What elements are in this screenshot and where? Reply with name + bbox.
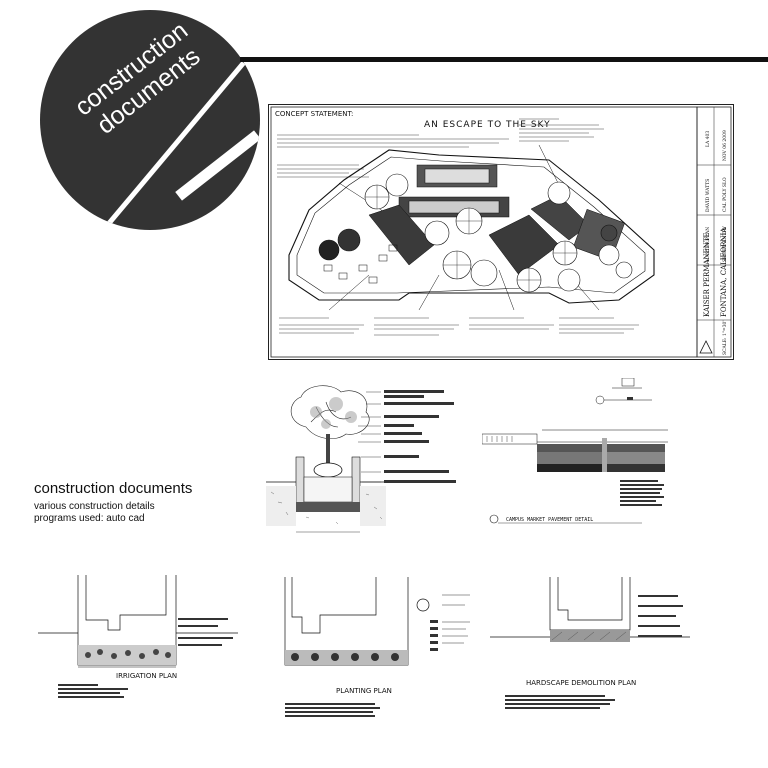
- hardscape-title: HARDSCAPE DEMOLITION PLAN: [526, 679, 636, 687]
- sheet-number: SHEET: ENTRY: [722, 225, 728, 262]
- tree-planting-detail: [266, 385, 456, 533]
- badge-stripe-short: [175, 130, 260, 201]
- north-arrow-icon: [699, 340, 713, 354]
- sheet-name: MASTER PLAN: [705, 227, 711, 262]
- project-location: FONTANA, CALIFORNIA: [720, 227, 728, 317]
- caption-title: construction documents: [34, 480, 193, 497]
- section-badge: [40, 10, 260, 230]
- sheet-scale: SCALE: 1"=30': [722, 320, 728, 355]
- pavement-detail: CAMPUS MARKET PAVEMENT DETAIL: [482, 378, 668, 524]
- planting-plan: PLANTING PLAN: [284, 577, 470, 717]
- header-rule: [240, 57, 768, 62]
- school-name: CAL POLY SLO: [722, 177, 728, 212]
- designer-name: DAVID WATTS: [705, 179, 711, 212]
- master-plan-drawing: CONCEPT STATEMENT: AN ESCAPE TO THE SKY: [270, 106, 732, 358]
- caption-subtitle: various construction details: [34, 501, 155, 512]
- concept-label: CONCEPT STATEMENT:: [275, 110, 353, 118]
- course-code: LA 403: [705, 131, 711, 147]
- irrigation-plan: IRRIGATION PLAN: [38, 575, 238, 698]
- caption-block: construction documents various construct…: [34, 480, 192, 525]
- master-plan-sheet: CONCEPT STATEMENT: AN ESCAPE TO THE SKY: [268, 104, 734, 360]
- project-name: KAISER PERMANENTE: [703, 232, 711, 317]
- caption-programs: programs used: auto cad: [34, 513, 145, 524]
- planting-title: PLANTING PLAN: [336, 687, 392, 695]
- hardscape-demolition-plan: HARDSCAPE DEMOLITION PLAN: [490, 577, 690, 709]
- irrigation-title: IRRIGATION PLAN: [116, 672, 177, 680]
- plan-title: AN ESCAPE TO THE SKY: [424, 120, 551, 130]
- pavement-detail-title: CAMPUS MARKET PAVEMENT DETAIL: [506, 517, 593, 523]
- sheet-date: NOV 06 2009: [722, 130, 728, 161]
